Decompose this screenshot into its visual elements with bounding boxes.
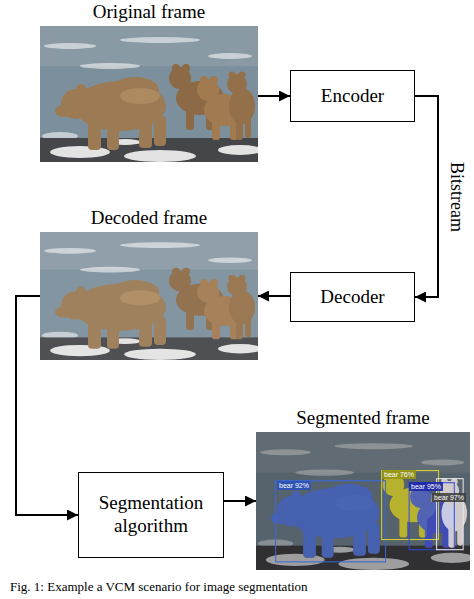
box-label: Encoder <box>321 85 384 108</box>
figure-caption: Fig. 1: Example a VCM scenario for image… <box>10 580 308 594</box>
arrow-connector <box>258 95 290 97</box>
image-frame: Original frame <box>40 26 258 162</box>
arrow-connector <box>258 295 290 297</box>
process-box: Segmentation algorithm <box>78 472 224 558</box>
frame-heading: Original frame <box>93 1 205 23</box>
box-label: Segmentation algorithm <box>89 492 213 538</box>
decoded-photo <box>40 232 258 360</box>
detection-label: bear 97% <box>432 493 466 502</box>
arrow-connector <box>16 296 78 515</box>
detection-label: bear 76% <box>382 470 416 479</box>
arrow-connector <box>415 96 438 297</box>
box-label: Decoder <box>320 286 384 309</box>
edge-label: Bitstream <box>448 160 466 234</box>
detection-label: bear 92% <box>277 481 311 490</box>
process-box: Decoder <box>290 272 415 322</box>
detection-label: bear 95% <box>409 482 443 491</box>
frame-heading: Decoded frame <box>91 207 208 229</box>
original-photo <box>40 26 258 162</box>
image-frame: Decoded frame <box>40 232 258 360</box>
frame-heading: Segmented frame <box>296 407 429 429</box>
process-box: Encoder <box>290 70 415 122</box>
arrow-connector <box>224 500 256 502</box>
